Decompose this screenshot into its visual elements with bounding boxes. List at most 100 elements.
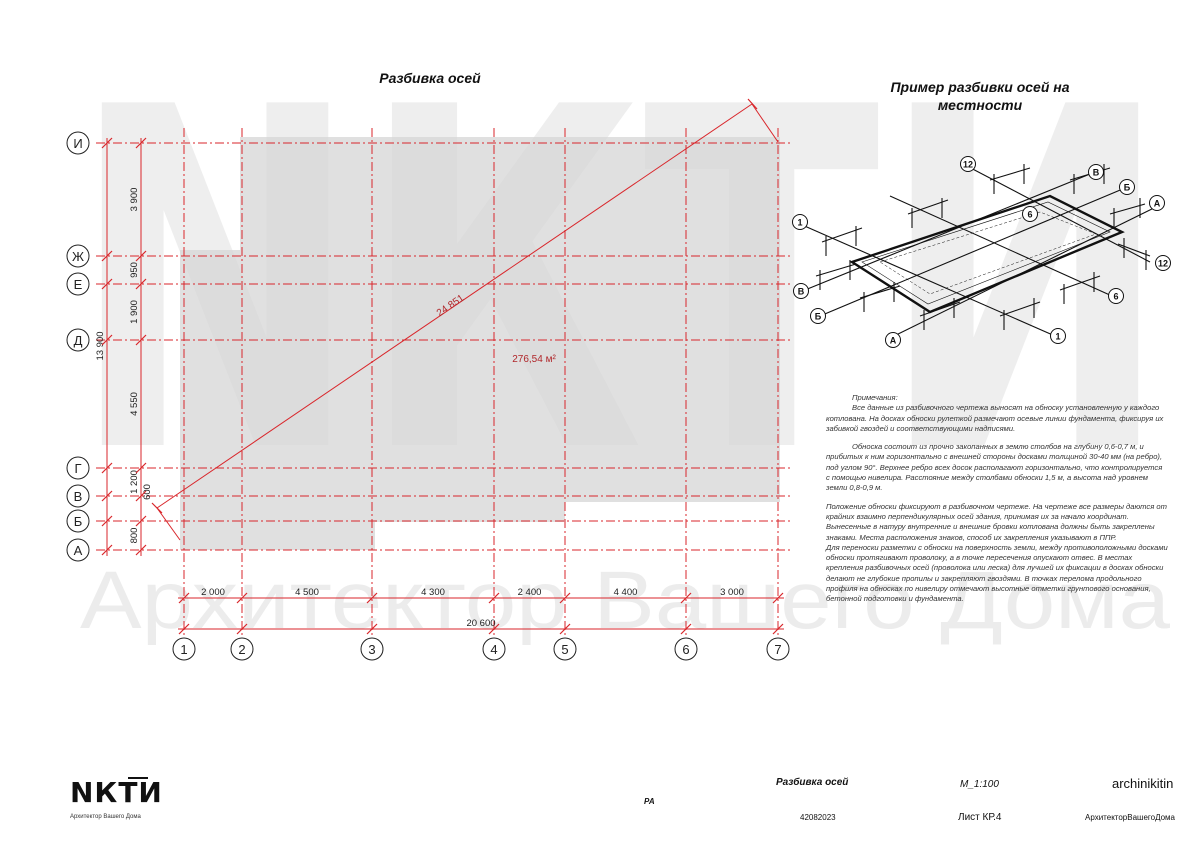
row-axis-bubble bbox=[66, 328, 90, 352]
example-axis-bubble bbox=[1022, 206, 1038, 222]
stamp-sheet-title: Разбивка осей bbox=[776, 777, 849, 788]
example-axis-bubble bbox=[1119, 179, 1135, 195]
axis-grid bbox=[96, 128, 792, 636]
row-dim-label: 950 bbox=[129, 262, 140, 278]
row-axis-label: И bbox=[73, 136, 82, 151]
column-dim-label: 4 400 bbox=[614, 587, 638, 598]
column-axis-label: 2 bbox=[238, 642, 245, 657]
example-axis-label: 12 bbox=[963, 160, 973, 170]
example-axis-bubble bbox=[1088, 164, 1104, 180]
column-axis-label: 5 bbox=[561, 642, 568, 657]
watermark-text: Архитектор Вашего Дома bbox=[80, 555, 1170, 646]
column-axis-bubble bbox=[360, 637, 384, 661]
row-dim-label: 600 bbox=[142, 484, 153, 500]
plan-title: Разбивка осей bbox=[379, 70, 481, 86]
example-axis-label: 1 bbox=[1055, 332, 1060, 342]
example-axis-label: А bbox=[890, 336, 897, 346]
example-axis-bubble bbox=[960, 156, 976, 172]
stamp-stage: РА bbox=[644, 797, 655, 806]
column-axis-bubble bbox=[230, 637, 254, 661]
column-axis-label: 4 bbox=[490, 642, 497, 657]
logo-frame bbox=[128, 777, 148, 779]
column-dim-label: 4 300 bbox=[421, 587, 445, 598]
column-dim-label: 2 400 bbox=[518, 587, 542, 598]
row-axis-label: Б bbox=[74, 514, 83, 529]
row-axis-bubble bbox=[66, 131, 90, 155]
example-axis-label: Б bbox=[815, 312, 822, 322]
column-axis-label: 6 bbox=[682, 642, 689, 657]
notes-heading: Примечания: bbox=[852, 393, 898, 402]
note-1: Все данные из разбивочного чертежа вынос… bbox=[826, 403, 1164, 433]
row-axis-label: Д bbox=[74, 333, 83, 348]
column-axis-label: 7 bbox=[774, 642, 781, 657]
stamp-site: АрхитекторВашегоДома bbox=[1085, 813, 1175, 822]
example-axis-label: 12 bbox=[1158, 259, 1168, 269]
example-axis-bubble bbox=[1050, 328, 1066, 344]
row-dim-label: 1 200 bbox=[129, 470, 140, 494]
column-axis-label: 3 bbox=[368, 642, 375, 657]
row-axis-bubble bbox=[66, 456, 90, 480]
example-axis-label: В bbox=[798, 287, 805, 297]
stamp-sheet-number: Лист КР.4 bbox=[958, 812, 1002, 823]
row-axis-label: Г bbox=[74, 461, 81, 476]
notes-block: Примечания: Все данные из разбивочного ч… bbox=[826, 393, 1168, 605]
logo: NКТИ bbox=[70, 776, 163, 809]
row-axis-label: Е bbox=[74, 277, 83, 292]
area-label: 276,54 м² bbox=[512, 354, 556, 365]
row-dim-label: 800 bbox=[129, 528, 140, 544]
row-dim-label: 1 900 bbox=[129, 300, 140, 324]
building-footprint bbox=[180, 137, 780, 550]
dimension-lines bbox=[101, 137, 784, 635]
column-axis-bubble bbox=[172, 637, 196, 661]
column-axis-bubble bbox=[766, 637, 790, 661]
example-axis-bubble bbox=[1155, 255, 1171, 271]
row-axis-bubble bbox=[66, 484, 90, 508]
note-3: Положение обноски фиксируют в разбивочно… bbox=[826, 501, 1167, 542]
example-title: Пример разбивки осей на местности bbox=[860, 78, 1100, 114]
stamp-brand: archinikitin bbox=[1112, 776, 1174, 791]
example-axis-bubble bbox=[810, 308, 826, 324]
note-2: Обноска состоит из прочно закопанных в з… bbox=[826, 442, 1163, 493]
column-axis-bubble bbox=[674, 637, 698, 661]
example-axis-bubble bbox=[885, 332, 901, 348]
row-dim-label: 4 550 bbox=[129, 392, 140, 416]
column-dim-label: 3 000 bbox=[720, 587, 744, 598]
row-axis-bubble bbox=[66, 244, 90, 268]
example-axis-label: Б bbox=[1124, 183, 1131, 193]
example-title-line-1: Пример разбивки осей на bbox=[890, 79, 1070, 95]
row-axis-label: Ж bbox=[72, 249, 84, 264]
row-axis-bubble bbox=[66, 272, 90, 296]
column-axis-label: 1 bbox=[180, 642, 187, 657]
example-title-line-2: местности bbox=[937, 97, 1023, 113]
example-axis-label: А bbox=[1154, 199, 1161, 209]
row-axis-label: В bbox=[74, 489, 83, 504]
column-axis-bubble bbox=[553, 637, 577, 661]
column-total-label: 20 600 bbox=[466, 618, 495, 629]
stamp-date: 42082023 bbox=[800, 813, 836, 822]
column-dim-label: 4 500 bbox=[295, 587, 319, 598]
example-axis-bubble bbox=[793, 283, 809, 299]
diagonal-dimension bbox=[156, 103, 753, 509]
row-axis-bubble bbox=[66, 538, 90, 562]
example-axis-label: 6 bbox=[1027, 210, 1032, 220]
example-axis-bubble bbox=[1149, 195, 1165, 211]
row-total-label: 13 900 bbox=[95, 331, 106, 360]
example-axis-label: 6 bbox=[1113, 292, 1118, 302]
example-axis-label: 1 bbox=[797, 218, 802, 228]
row-axis-label: А bbox=[74, 543, 83, 558]
logo-subtitle: Архитектор Вашего Дома bbox=[70, 814, 141, 820]
note-4: Для переноски разметки с обноски на пове… bbox=[826, 542, 1168, 604]
column-axis-bubble bbox=[482, 637, 506, 661]
example-axis-bubble bbox=[792, 214, 808, 230]
example-axis-label: В bbox=[1093, 168, 1100, 178]
column-dim-label: 2 000 bbox=[201, 587, 225, 598]
row-dim-label: 3 900 bbox=[129, 188, 140, 212]
example-axis-bubble bbox=[1108, 288, 1124, 304]
row-axis-bubble bbox=[66, 509, 90, 533]
stamp-scale: М_1:100 bbox=[960, 779, 999, 790]
